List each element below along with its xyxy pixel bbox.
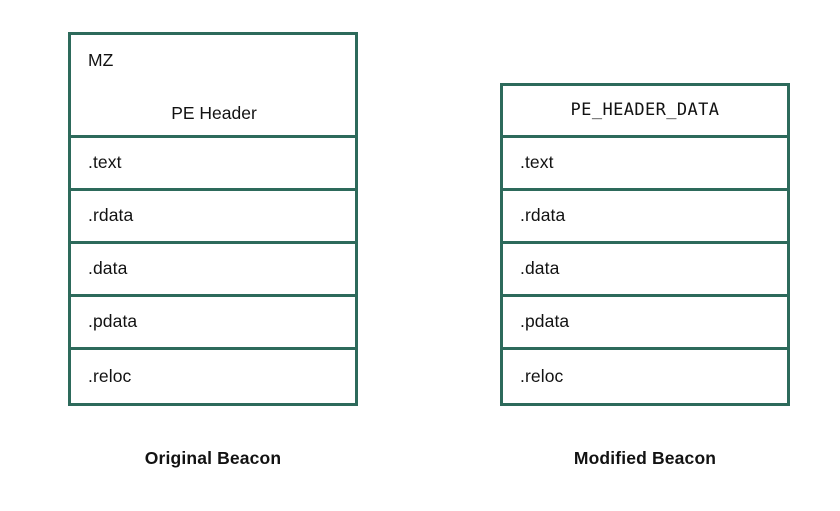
pe-section-row: .pdata: [71, 297, 355, 350]
pe-section-label: .rdata: [88, 205, 134, 226]
pe-section-label: .data: [520, 258, 560, 279]
pe-section-label: .data: [88, 258, 128, 279]
pe-header-data-label: PE_HEADER_DATA: [570, 100, 720, 120]
pe-section-row: .reloc: [503, 350, 787, 403]
pe-section-label: .text: [520, 152, 554, 173]
caption-modified-beacon: Modified Beacon: [573, 448, 717, 468]
pe-section-label: .reloc: [88, 365, 132, 386]
pe-section-row: .reloc: [71, 350, 355, 403]
pe-header-block-modified: PE_HEADER_DATA: [503, 86, 787, 138]
pe-section-row: .pdata: [503, 297, 787, 350]
pe-section-label: .pdata: [88, 311, 138, 332]
diagram-modified-beacon: PE_HEADER_DATA .text .rdata .data .pdata…: [500, 83, 790, 406]
pe-section-label: .pdata: [520, 311, 570, 332]
pe-header-label: PE Header: [171, 103, 257, 123]
mz-label: MZ: [88, 50, 114, 70]
pe-layout-original: MZ PE Header .text .rdata .data .pdata .…: [68, 32, 358, 406]
pe-section-label: .reloc: [520, 365, 564, 386]
pe-section-label: .text: [88, 152, 122, 173]
pe-section-row: .text: [503, 138, 787, 191]
pe-section-row: .rdata: [503, 191, 787, 244]
caption-original-beacon: Original Beacon: [144, 448, 282, 468]
pe-section-row: .text: [71, 138, 355, 191]
pe-section-label: .rdata: [520, 205, 566, 226]
pe-section-row: .data: [503, 244, 787, 297]
diagram-original-beacon: MZ PE Header .text .rdata .data .pdata .…: [68, 32, 358, 406]
pe-section-row: .data: [71, 244, 355, 297]
pe-section-row: .rdata: [71, 191, 355, 244]
pe-layout-modified: PE_HEADER_DATA .text .rdata .data .pdata…: [500, 83, 790, 406]
pe-header-block-original: MZ PE Header: [71, 35, 355, 138]
